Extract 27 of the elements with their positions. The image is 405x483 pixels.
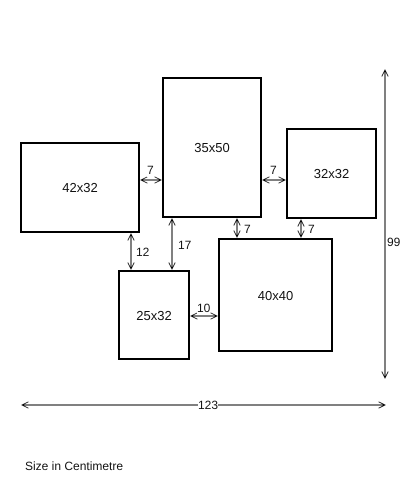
note: Size in Centimetre [25, 459, 124, 473]
size-label: 42x32 [62, 180, 98, 195]
arrow [168, 218, 176, 270]
edge-label: 10 [197, 301, 210, 315]
edge-label: 17 [178, 238, 192, 252]
frame-outline [20, 142, 140, 233]
dimension-value: 99 [387, 235, 400, 249]
edge-label: 7 [308, 222, 315, 236]
edge-label: 7 [147, 163, 154, 177]
arrow [190, 312, 218, 320]
edge-label: 7 [244, 222, 251, 236]
size-label: 25x32 [136, 308, 172, 322]
edge-label: 12 [136, 245, 150, 259]
arrow [140, 176, 162, 184]
size-label: 35x50 [194, 140, 230, 155]
arrow [127, 234, 135, 270]
size-label: 32x32 [314, 166, 350, 181]
size-label: 40x40 [258, 288, 294, 302]
edge-label: 7 [270, 163, 277, 177]
frame-outline [218, 238, 333, 352]
dimension-value: 123 [198, 398, 218, 412]
frame-outline [286, 128, 377, 219]
arrow [297, 220, 305, 238]
frame-outline [118, 270, 190, 360]
arrow [233, 218, 241, 238]
frame-outline [162, 77, 262, 218]
arrow [262, 176, 286, 184]
